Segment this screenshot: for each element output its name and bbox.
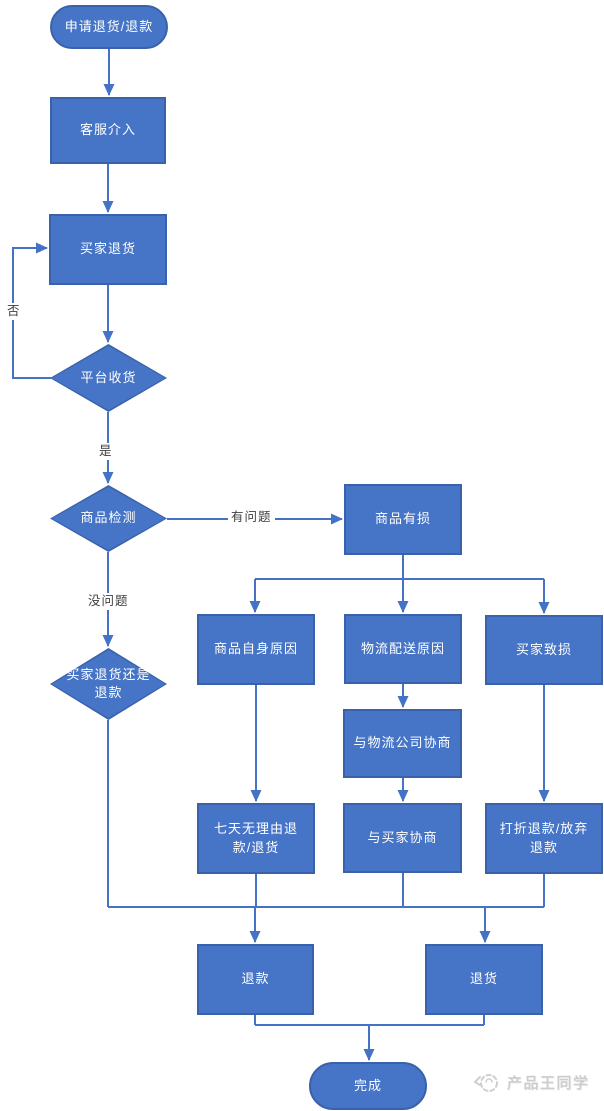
node-return-or-refund-question: 买家退货还是退款 (50, 648, 167, 720)
edge-label-yes: 是 (96, 443, 116, 460)
node-refund: 退款 (197, 944, 314, 1015)
node-seven-day-text: 七天无理由退款/退货 (213, 820, 298, 855)
node-product-check: 商品检测 (50, 485, 167, 552)
node-done: 完成 (309, 1062, 427, 1110)
watermark-text: 产品王同学 (507, 1074, 590, 1092)
edge-label-no: 否 (4, 303, 24, 320)
node-seven-day-no-reason: 七天无理由退款/退货 (197, 803, 315, 874)
edge-label-has-problem: 有问题 (228, 509, 275, 526)
watermark: 产品王同学 (472, 1070, 590, 1094)
node-negotiate-with-logistics: 与物流公司协商 (343, 709, 462, 778)
node-return-or-refund-text: 买家退货还是退款 (66, 666, 151, 700)
node-negotiate-with-buyer: 与买家协商 (343, 803, 462, 873)
node-platform-receive-label: 平台收货 (80, 369, 137, 385)
node-buyer-return: 买家退货 (49, 214, 167, 285)
node-product-damaged: 商品有损 (344, 484, 462, 555)
watermark-logo-icon (474, 1074, 498, 1092)
node-product-check-label: 商品检测 (80, 510, 137, 526)
edge-label-no-problem: 没问题 (85, 593, 132, 610)
node-return-goods: 退货 (425, 944, 543, 1015)
node-apply-return-refund: 申请退货/退款 (50, 5, 168, 49)
node-return-or-refund-label: 买家退货还是退款 (67, 666, 151, 702)
node-discount-text: 打折退款/放弃退款 (499, 820, 589, 855)
node-product-self-reason: 商品自身原因 (197, 614, 315, 685)
node-customer-service: 客服介入 (50, 97, 166, 164)
node-buyer-caused-damage: 买家致损 (485, 615, 603, 685)
node-discount-or-give-up: 打折退款/放弃退款 (485, 803, 603, 874)
node-platform-receive: 平台收货 (50, 344, 167, 412)
node-logistics-reason: 物流配送原因 (344, 614, 462, 684)
